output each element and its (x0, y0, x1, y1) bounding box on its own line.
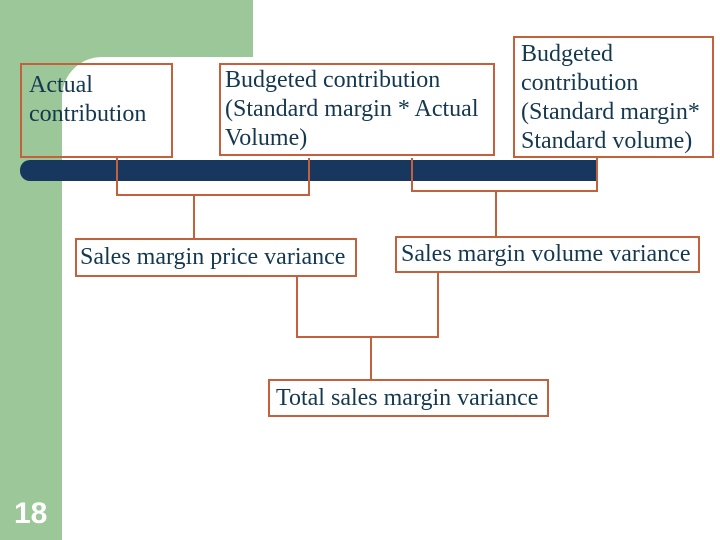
sales-margin-volume-variance-box: Sales margin volume variance (395, 236, 700, 273)
sales-margin-price-variance-box: Sales margin price variance (75, 238, 357, 277)
connector-line-volume-drop (437, 273, 439, 338)
connector-line-price-drop (296, 277, 298, 338)
green-sidebar (0, 0, 62, 540)
connector-line-total-drop (370, 338, 372, 379)
total-sales-margin-variance-box: Total sales margin variance (268, 379, 549, 417)
budgeted-contribution-actual-volume-box: Budgeted contribution (Standard margin *… (219, 63, 495, 156)
connector-line-join (296, 336, 439, 338)
page-number: 18 (14, 497, 48, 530)
connector-bracket-left (116, 158, 310, 196)
actual-contribution-box: Actual contribution (20, 63, 173, 158)
budgeted-contribution-standard-volume-box: Budgeted contribution (Standard margin* … (513, 36, 714, 158)
connector-bracket-right (411, 158, 598, 192)
connector-line-left-drop (193, 194, 195, 238)
connector-line-right-drop (495, 190, 497, 236)
